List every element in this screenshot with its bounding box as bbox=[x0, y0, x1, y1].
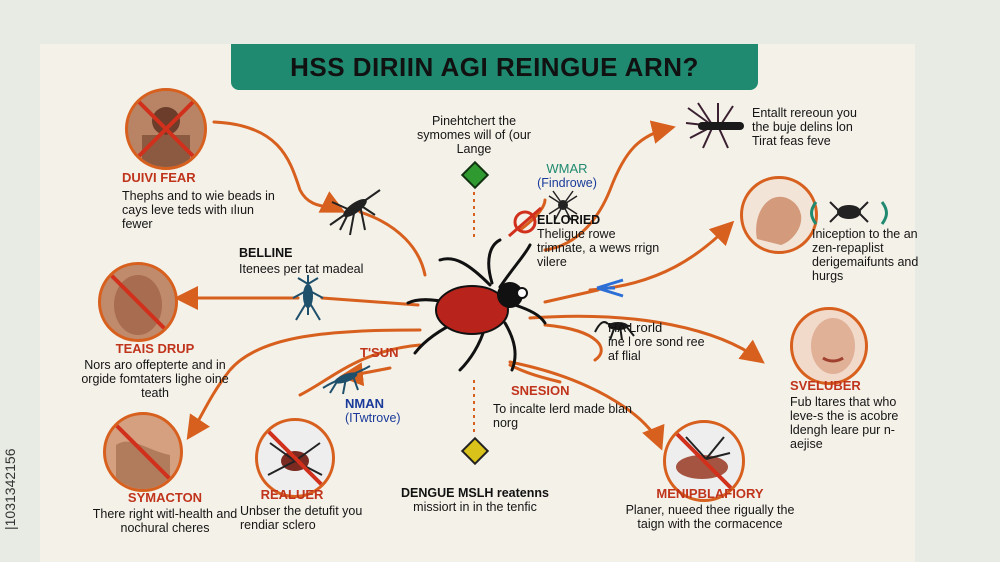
woman-face-icon bbox=[790, 307, 868, 385]
spider-center-icon bbox=[406, 238, 547, 372]
block-inception: Iniception to the an zen-repaplist derig… bbox=[812, 227, 919, 283]
mosquito-dark-icon bbox=[594, 321, 635, 341]
block-snesion: SNESION To incalte lerd made blan norg bbox=[493, 383, 632, 430]
block-belline: BELLINE Itenees per tat madeal bbox=[239, 246, 364, 276]
block-wmar: WMAR (Findrowe) bbox=[537, 161, 597, 190]
block-tsun: T'SUN bbox=[360, 345, 399, 360]
block-symacton: SYMACTON There right witl-health and noc… bbox=[92, 490, 238, 535]
block-menipblafiory: MENIPBLAFIORY Planer, nueed thee riguall… bbox=[625, 486, 795, 531]
block-sveluber: SVELUBER Fub ltares that who leve-s the … bbox=[790, 378, 899, 451]
block-realuer: REALUER Unbser the detufit you rendiar s… bbox=[240, 487, 363, 532]
man-portrait-icon bbox=[125, 88, 207, 170]
arrow-duivi bbox=[212, 120, 346, 213]
no-symbol-small-icon bbox=[508, 206, 542, 238]
hand-icon bbox=[740, 176, 818, 254]
block-dengue: DENGUE MSLH reatenns missiort in in the … bbox=[401, 486, 549, 514]
block-elloried: ELLORIED Theligue rowe trimnate, a wews … bbox=[537, 213, 660, 269]
back-pain-icon bbox=[103, 412, 183, 492]
top-center-note: Pinehtchert the symomes will of (our Lan… bbox=[417, 114, 531, 156]
arrow-entallt bbox=[543, 120, 676, 252]
brush-insect-icon bbox=[685, 102, 744, 149]
block-duivi-fear: DUIVI FEAR Thephs and to wie beads in ca… bbox=[122, 170, 275, 231]
diamond-yellow-icon bbox=[460, 436, 490, 466]
arrow-belline bbox=[320, 296, 420, 307]
arrow-elloried bbox=[518, 198, 547, 232]
block-entallt: Entallt rereoun you the buje delins lon … bbox=[752, 106, 857, 148]
block-nman: NMAN (ITwtrove) bbox=[345, 396, 401, 425]
mosquito-blue-right-icon bbox=[596, 278, 624, 298]
small-spider-icon bbox=[548, 190, 578, 221]
arrow-center-left-top bbox=[358, 210, 427, 277]
arrow-center-right bbox=[543, 288, 600, 304]
title-banner: HSS DIRIIN AGI REINGUE ARN? bbox=[231, 44, 758, 90]
page-title: HSS DIRIIN AGI REINGUE ARN? bbox=[290, 51, 699, 82]
arrow-symacton bbox=[186, 328, 422, 440]
sound-bug-icon bbox=[810, 201, 888, 225]
mosquito-icon bbox=[329, 189, 381, 236]
arrow-sveluber bbox=[528, 314, 765, 364]
no-spider-icon bbox=[255, 418, 335, 498]
face-rash-icon bbox=[98, 262, 178, 342]
diamond-green-icon bbox=[460, 160, 490, 190]
block-teais-drup: TEAIS DRUP Nors aro offepterte and in or… bbox=[81, 341, 229, 400]
arrow-ha bbox=[543, 323, 603, 362]
no-mosquito-skin-icon bbox=[663, 420, 745, 502]
arrow-snesion bbox=[508, 363, 562, 384]
mosquito-blue-icon bbox=[292, 275, 324, 321]
block-ha-lrorld: HA Lrorld ine l ore sond ree af flial bbox=[608, 320, 705, 363]
mosquito-teal-icon bbox=[322, 365, 371, 395]
arrow-menip bbox=[508, 360, 665, 451]
